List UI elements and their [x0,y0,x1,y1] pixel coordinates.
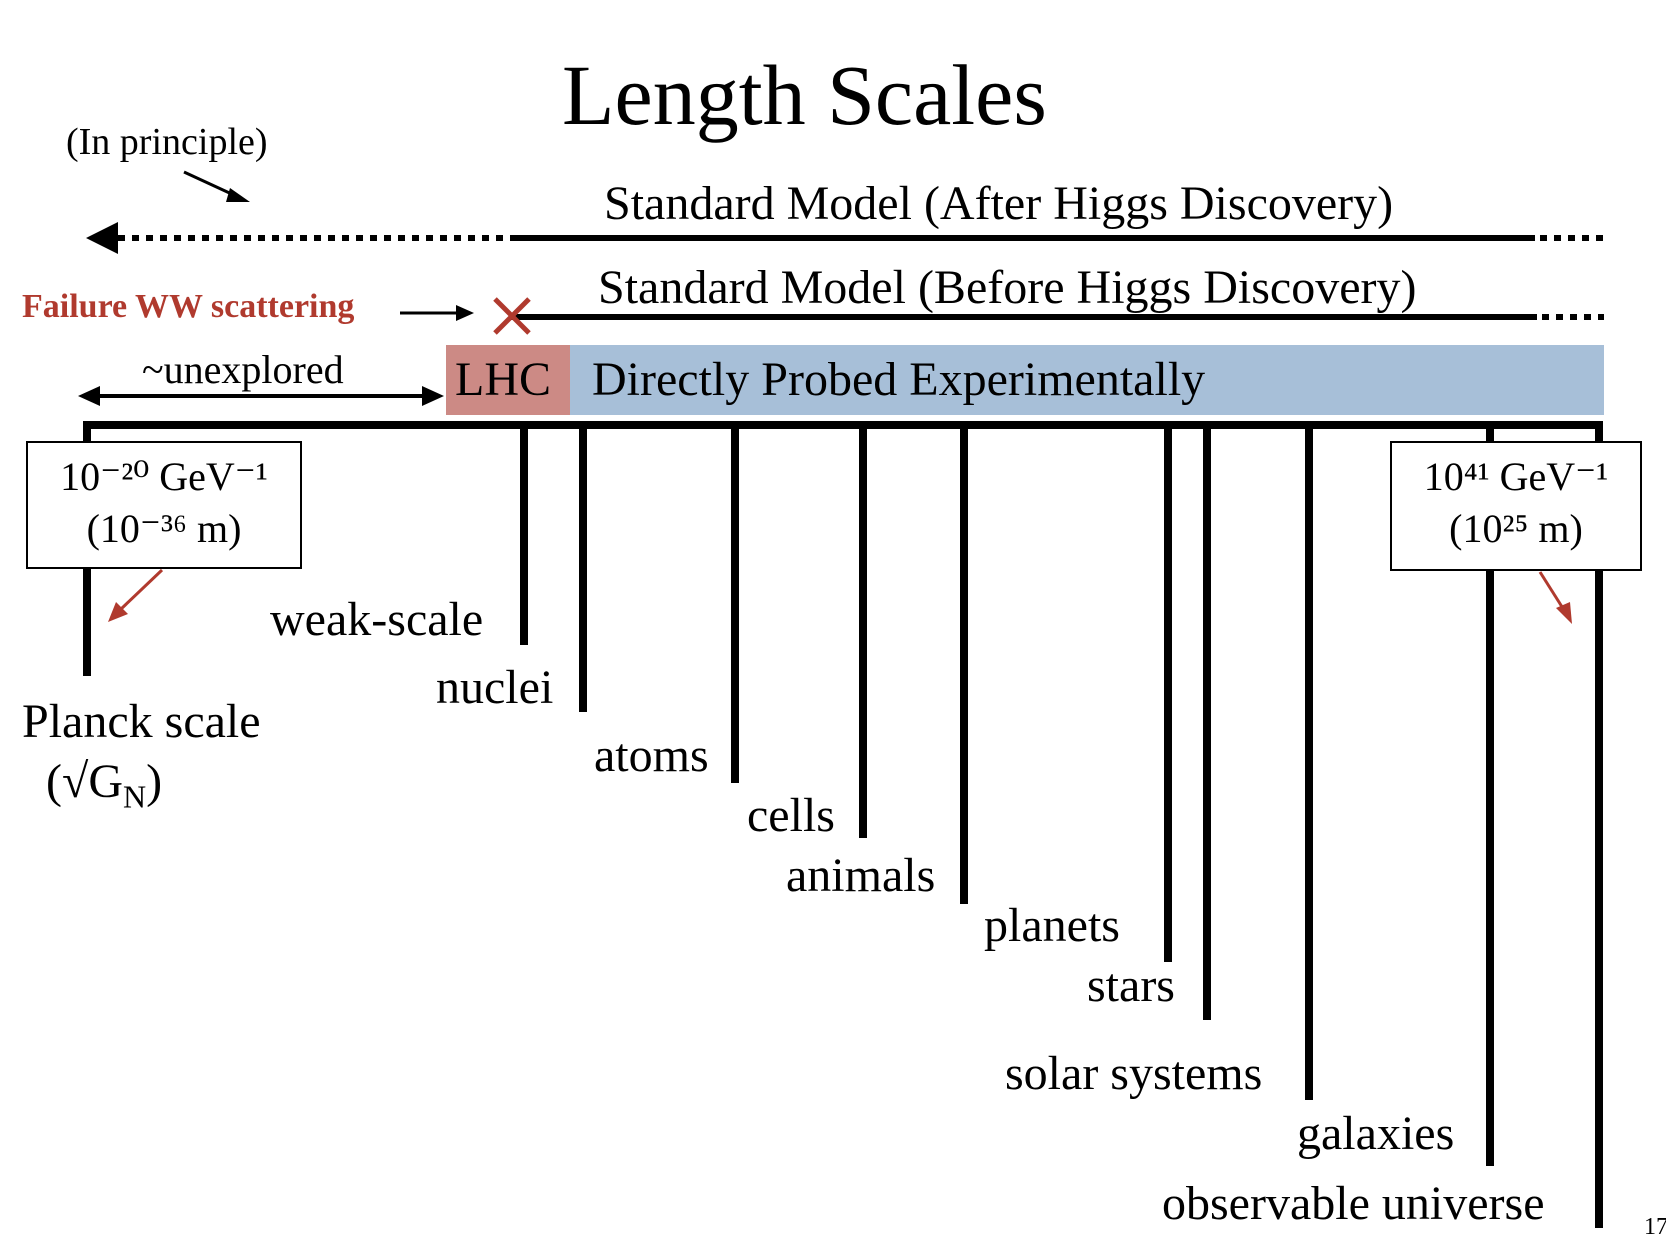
left-box-line2: (10⁻³⁶ m) [86,506,242,551]
cross-icon [493,297,531,335]
in-principle-label: (In principle) [66,121,268,163]
label-galaxies: galaxies [1297,1107,1455,1160]
planck-scale-label: Planck scale [22,695,261,748]
left-box-arrow [118,568,164,612]
failure-label: Failure WW scattering [22,288,355,325]
directly-probed-label: Directly Probed Experimentally [592,353,1206,406]
arrowhead-icon [226,188,250,202]
right-box-arrow [1538,571,1566,611]
unexplored-label: ~unexplored [142,347,344,392]
arrowhead-right-icon [422,386,444,406]
label-planets: planets [984,899,1120,952]
label-atoms: atoms [594,729,709,782]
right-scale-box: 10⁴¹ GeV⁻¹ (10²⁵ m) [1390,441,1642,571]
in-principle-arrow [183,170,237,198]
arrowhead-right-icon [456,305,474,321]
right-box-line1: 10⁴¹ GeV⁻¹ [1423,454,1609,499]
right-box-line2: (10²⁵ m) [1449,506,1583,551]
lhc-box [446,345,570,415]
formula-close: ) [146,755,163,808]
page-title: Length Scales [562,47,1047,143]
label-weak-scale: weak-scale [270,593,484,646]
sm-before-label: Standard Model (Before Higgs Discovery) [598,261,1417,314]
label-stars: stars [1087,959,1175,1012]
arrowhead-left-icon [78,386,100,406]
planck-formula: (√GN) [46,758,162,813]
left-box-line1: 10⁻²⁰ GeV⁻¹ [60,454,268,499]
label-animals: animals [786,849,936,902]
label-cells: cells [747,789,835,842]
arrowhead-icon [108,602,128,622]
label-observable-universe: observable universe [1162,1177,1545,1230]
sm-after-label: Standard Model (After Higgs Discovery) [604,177,1394,230]
arrowhead-left-icon [86,222,118,254]
page-number: 17 [1644,1214,1666,1240]
left-scale-box: 10⁻²⁰ GeV⁻¹ (10⁻³⁶ m) [26,441,302,569]
directly-probed-band [570,345,1604,415]
arrowhead-icon [1556,602,1572,624]
formula-subscript: N [123,778,147,815]
label-solar-systems: solar systems [1005,1047,1263,1100]
formula-open: (√G [46,755,123,808]
lhc-label: LHC [455,353,551,406]
label-nuclei: nuclei [436,661,554,714]
